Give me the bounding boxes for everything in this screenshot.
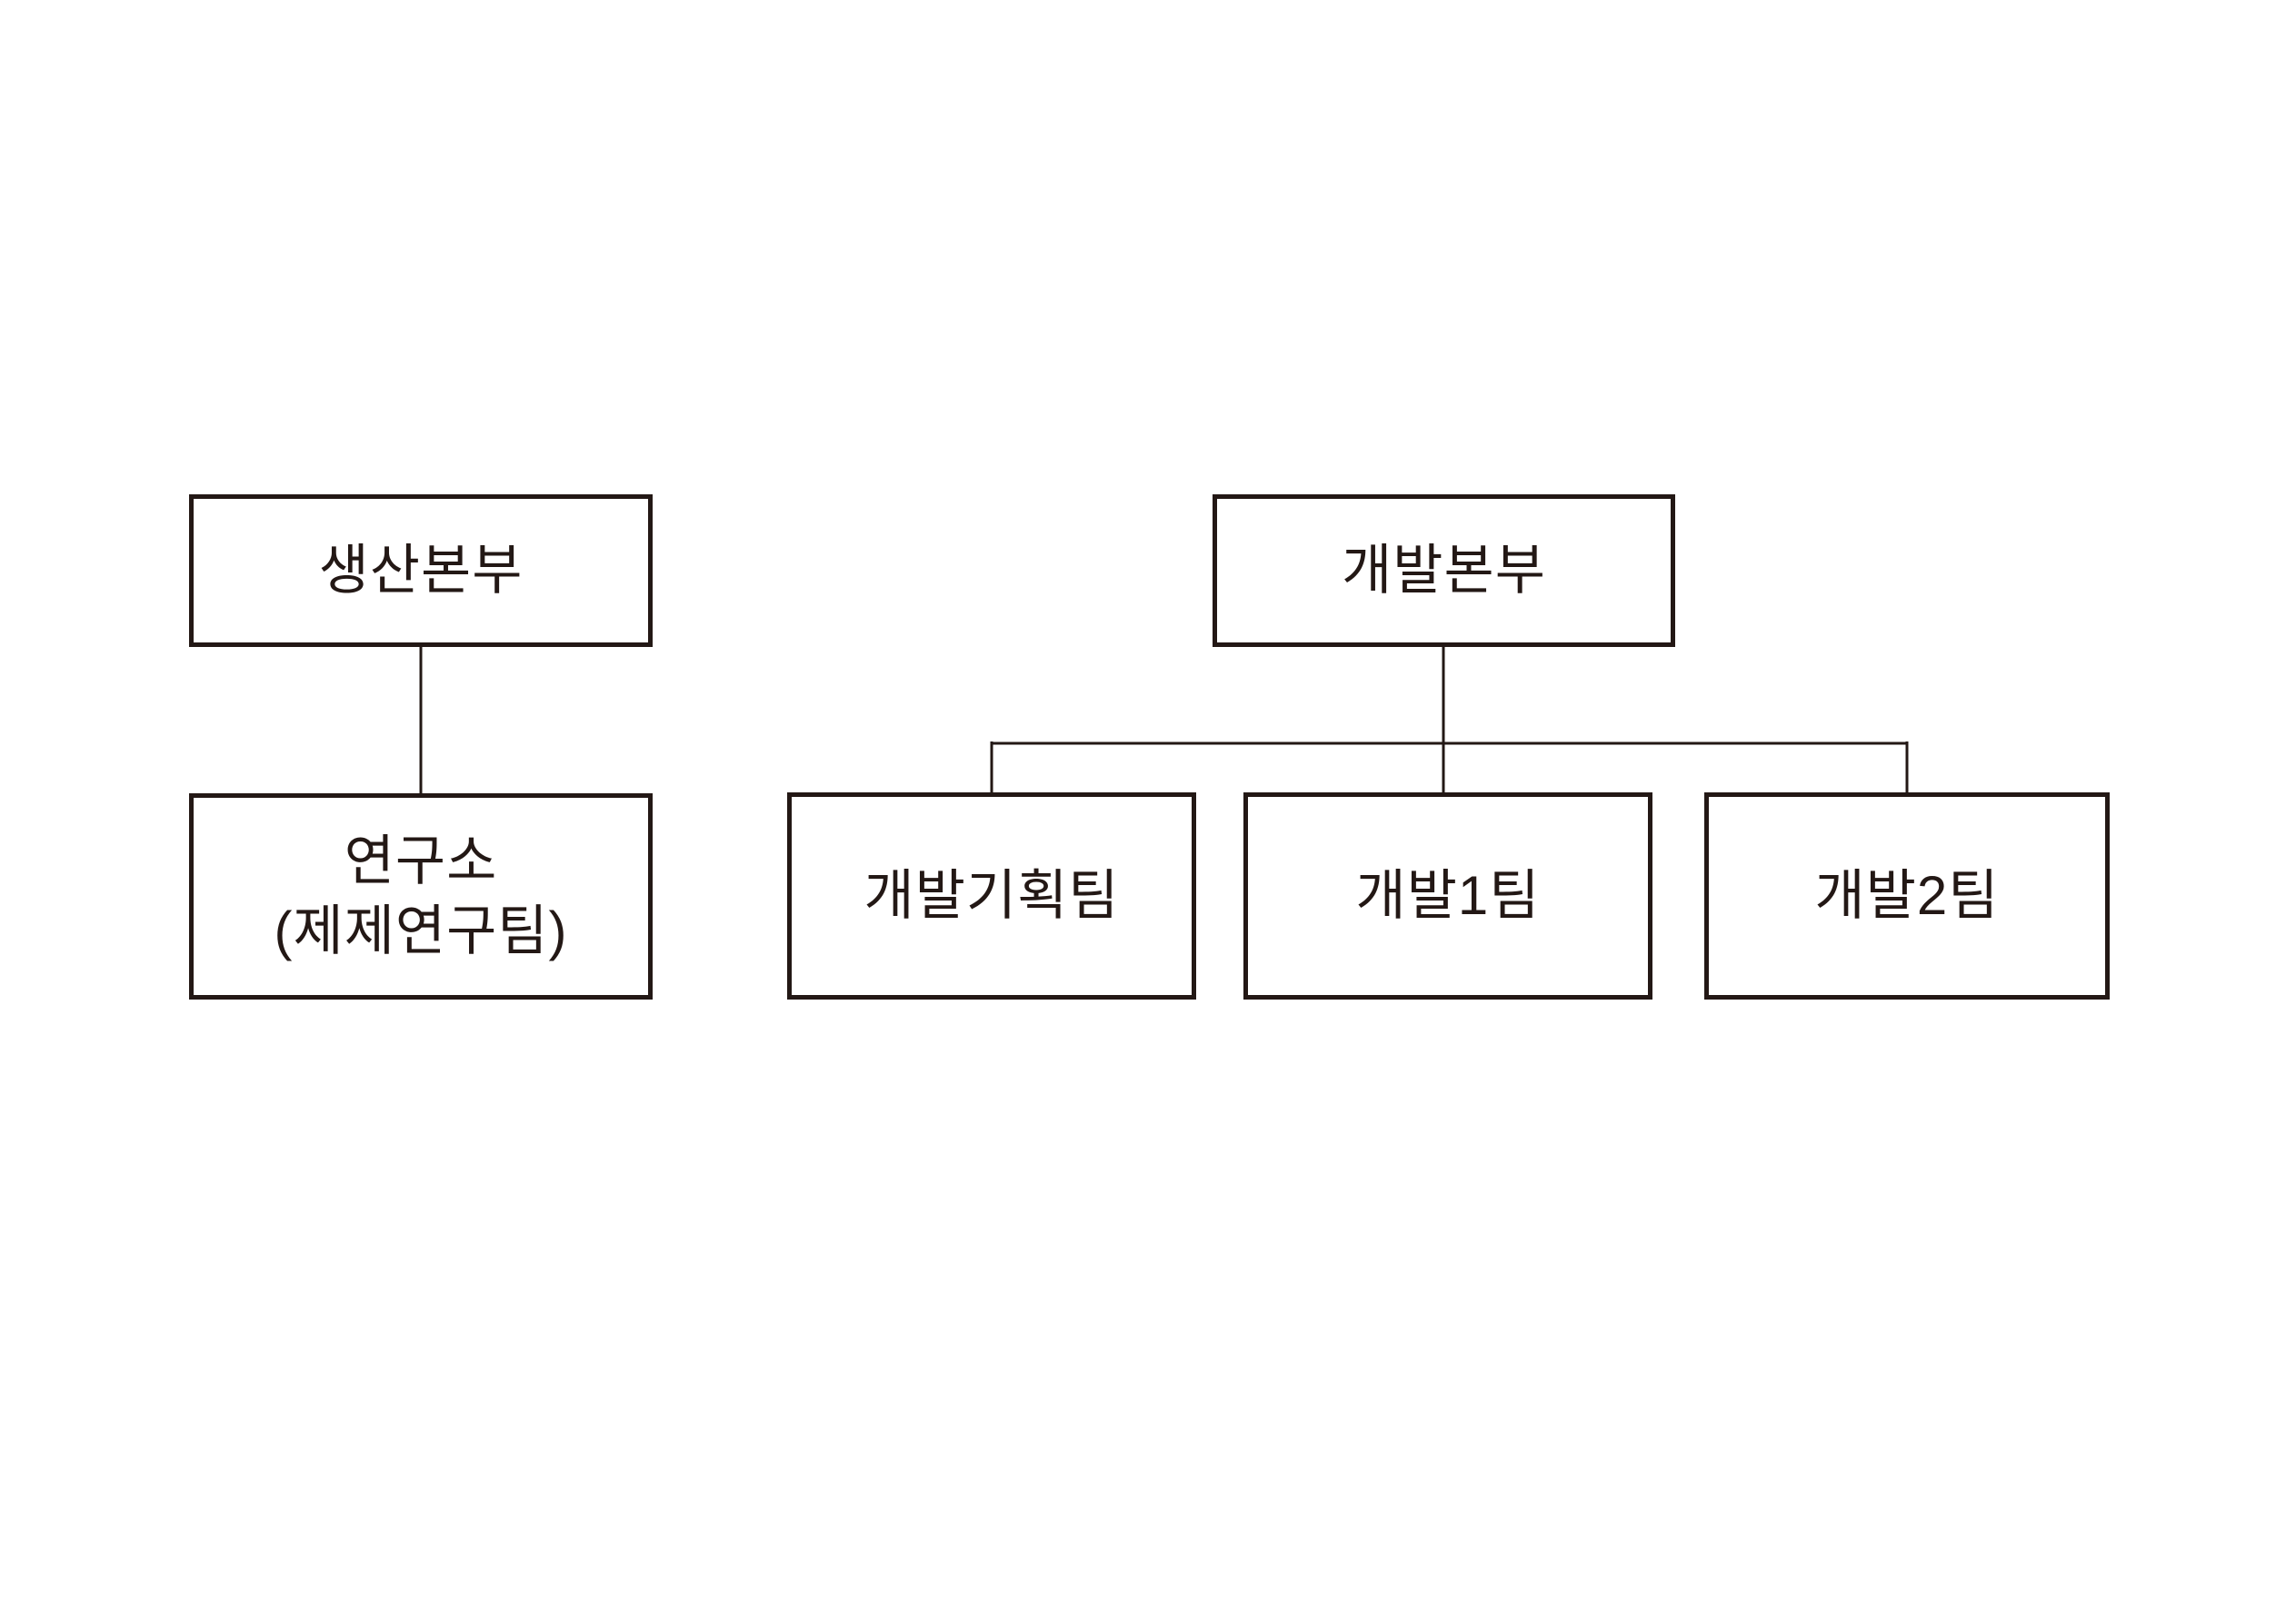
org-node-production-division: 생산본부 bbox=[189, 494, 653, 647]
org-node-label-line1: 연구소 bbox=[344, 831, 498, 892]
org-node-development-team-1: 개발1팀 bbox=[1243, 792, 1652, 1000]
org-node-development-division: 개발본부 bbox=[1213, 494, 1675, 647]
org-node-label: 생산본부 bbox=[318, 539, 524, 601]
org-node-development-planning-team: 개발기획팀 bbox=[787, 792, 1196, 1000]
org-node-label: 개발본부 bbox=[1342, 539, 1546, 601]
org-node-development-team-2: 개발2팀 bbox=[1704, 792, 2110, 1000]
org-node-label-line2: (제제연구팀) bbox=[274, 900, 568, 961]
org-node-label: 개발기획팀 bbox=[863, 864, 1120, 926]
org-node-research-institute: 연구소 (제제연구팀) bbox=[189, 793, 653, 1000]
org-node-label: 개발1팀 bbox=[1355, 864, 1541, 926]
org-node-label: 개발2팀 bbox=[1814, 864, 2000, 926]
